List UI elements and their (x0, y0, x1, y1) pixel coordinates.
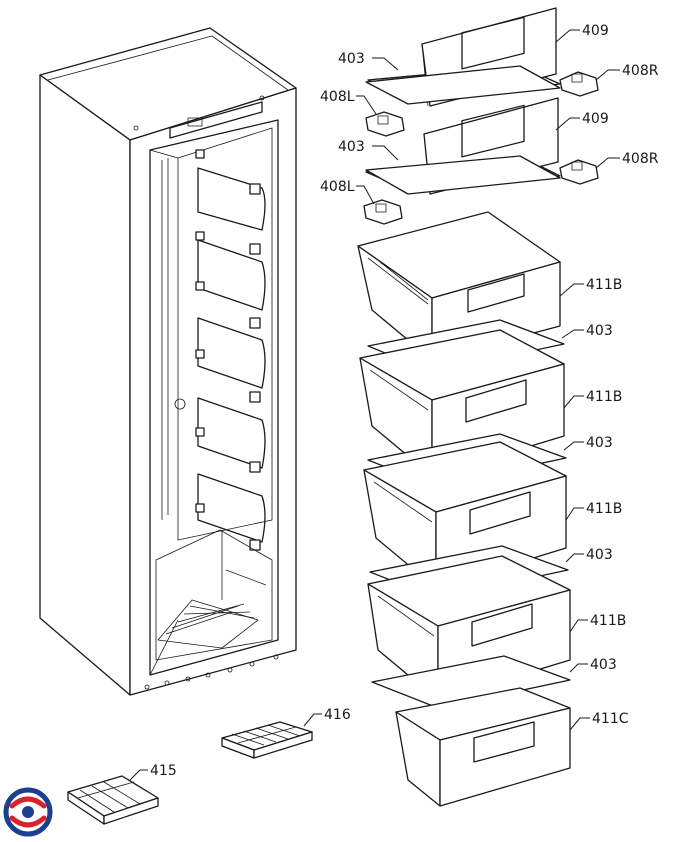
inner-shelves (197, 167, 266, 543)
label-403-e: 403 (586, 547, 613, 563)
leader-lines (129, 29, 620, 781)
plate-403-f (371, 655, 571, 709)
ice-cube-tray-415 (67, 775, 159, 825)
freezer-cabinet (39, 27, 297, 696)
floor-ridges (157, 599, 259, 649)
hinge-408R-upper (559, 71, 599, 97)
hinge-408L-lower (363, 199, 403, 225)
ice-cube-tray-416 (221, 721, 313, 759)
label-403-d: 403 (586, 435, 613, 451)
label-415: 415 (150, 763, 177, 779)
label-403-f: 403 (590, 657, 617, 673)
label-408R-upper: 408R (622, 63, 659, 79)
label-408R-lower: 408R (622, 151, 659, 167)
label-411C: 411C (592, 711, 629, 727)
label-411B-1: 411B (586, 277, 622, 293)
label-403-top: 403 (338, 51, 365, 67)
label-403-second: 403 (338, 139, 365, 155)
brand-logo (3, 787, 53, 837)
label-408L-lower: 408L (320, 179, 355, 195)
label-411B-3: 411B (586, 501, 622, 517)
label-408L-upper: 408L (320, 89, 355, 105)
label-409-upper: 409 (582, 23, 609, 39)
hinge-408L-upper (365, 111, 405, 137)
label-409-lower: 409 (582, 111, 609, 127)
part-labels: 409 403 408R 408L 409 403 408R 408L 411B… (150, 23, 659, 779)
drawer-411B-1 (357, 211, 561, 361)
plate-403-second (365, 155, 561, 195)
shelf-supports (195, 149, 261, 551)
label-416: 416 (324, 707, 351, 723)
label-411B-4: 411B (590, 613, 626, 629)
label-411B-2: 411B (586, 389, 622, 405)
plate-403-top (365, 65, 561, 105)
drawer-411C (395, 687, 571, 807)
label-403-c: 403 (586, 323, 613, 339)
hinge-408R-lower (559, 159, 599, 185)
